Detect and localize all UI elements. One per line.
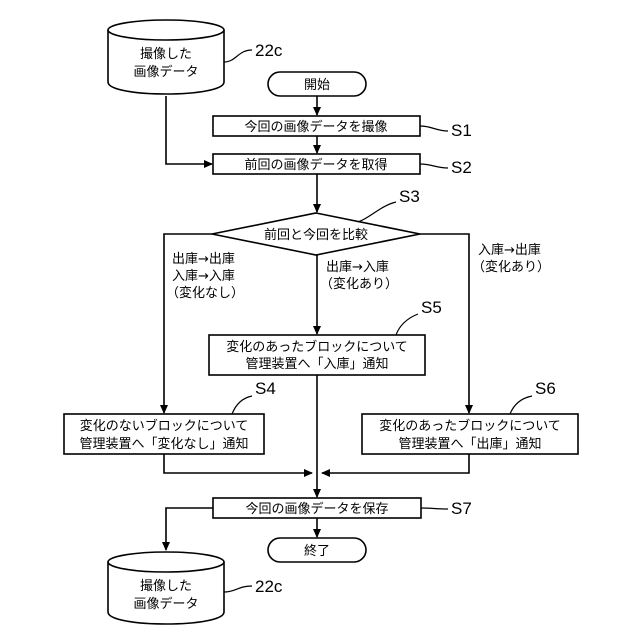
storage-top-line-2: 画像データ xyxy=(133,64,198,80)
storage-bottom-lid xyxy=(108,552,224,572)
start-label: 開始 xyxy=(304,78,330,93)
step-s7: 今回の画像データを保存 S7 xyxy=(213,498,472,518)
start-node: 開始 xyxy=(268,72,366,96)
s4-label-line-2: 管理装置へ「変化なし」通知 xyxy=(79,436,248,452)
s5-label-line-1: 変化のあったブロックについて xyxy=(226,339,408,355)
storage-bottom-line-1: 撮像した xyxy=(140,578,192,594)
edge-s7-storage xyxy=(166,508,213,550)
s7-ref: S7 xyxy=(451,499,472,518)
step-s2: 前回の画像データを取得 S2 xyxy=(213,154,472,177)
step-s5: 変化のあったブロックについて 管理装置へ「入庫」通知 S5 xyxy=(209,298,442,375)
end-label: 終了 xyxy=(304,543,330,559)
step-s1: 今回の画像データを撮像 S1 xyxy=(213,116,472,140)
edge-s4-merge xyxy=(164,454,312,473)
storage-top-lid xyxy=(108,20,224,40)
branch-right-line-1: 入庫→出庫 xyxy=(478,243,541,258)
s6-ref: S6 xyxy=(535,379,556,398)
s5-label-line-2: 管理装置へ「入庫」通知 xyxy=(245,356,388,372)
end-node: 終了 xyxy=(268,538,366,562)
branch-left-condition: 出庫→出庫 入庫→入庫 （変化なし） xyxy=(166,252,244,301)
storage-bottom-line-2: 画像データ xyxy=(133,596,198,612)
s3-label: 前回と今回を比較 xyxy=(264,227,368,243)
s2-ref-leader xyxy=(420,164,448,168)
s4-ref-leader xyxy=(232,396,252,414)
s1-ref-leader xyxy=(420,126,448,131)
edge-s3-s6 xyxy=(420,234,469,413)
branch-right-line-2: （変化あり） xyxy=(472,259,550,275)
branch-left-line-2: 入庫→入庫 xyxy=(172,269,235,284)
branch-left-line-3: （変化なし） xyxy=(166,285,244,301)
s7-label: 今回の画像データを保存 xyxy=(245,501,388,517)
edge-storage-s2 xyxy=(166,96,212,164)
step-s6: 変化のあったブロックについて 管理装置へ「出庫」通知 S6 xyxy=(362,379,578,454)
branch-middle-condition: 出庫→入庫 （変化あり） xyxy=(320,260,398,292)
storage-bottom-ref: 22c xyxy=(255,577,283,596)
branch-left-line-1: 出庫→出庫 xyxy=(172,252,235,267)
step-s4: 変化のないブロックについて 管理装置へ「変化なし」通知 S4 xyxy=(64,379,276,454)
s6-label-line-1: 変化のあったブロックについて xyxy=(379,418,561,434)
s2-label: 前回の画像データを取得 xyxy=(244,157,387,173)
storage-top-ref: 22c xyxy=(255,41,283,60)
s6-ref-leader xyxy=(510,396,532,414)
s4-label-line-1: 変化のないブロックについて xyxy=(80,418,249,434)
s1-ref: S1 xyxy=(451,121,472,140)
branch-right-condition: 入庫→出庫 （変化あり） xyxy=(472,243,550,275)
s4-ref: S4 xyxy=(255,379,276,398)
storage-top-line-1: 撮像した xyxy=(140,46,192,62)
edge-s6-merge xyxy=(322,454,469,473)
storage-bottom: 撮像した 画像データ 22c xyxy=(108,552,283,624)
s5-ref: S5 xyxy=(421,298,442,317)
s2-ref: S2 xyxy=(451,158,472,177)
s7-ref-leader xyxy=(421,508,448,509)
s3-ref-leader xyxy=(358,202,396,222)
s3-ref: S3 xyxy=(399,187,420,206)
s5-ref-leader xyxy=(396,314,418,335)
s1-label: 今回の画像データを撮像 xyxy=(244,119,387,135)
storage-top: 撮像した 画像データ 22c xyxy=(108,20,283,94)
s6-label-line-2: 管理装置へ「出庫」通知 xyxy=(398,436,541,452)
storage-bottom-ref-leader xyxy=(224,586,252,592)
decision-s3: 前回と今回を比較 S3 xyxy=(212,187,420,255)
storage-top-ref-leader xyxy=(224,50,252,62)
branch-middle-line-1: 出庫→入庫 xyxy=(326,260,389,275)
branch-middle-line-2: （変化あり） xyxy=(320,276,398,292)
